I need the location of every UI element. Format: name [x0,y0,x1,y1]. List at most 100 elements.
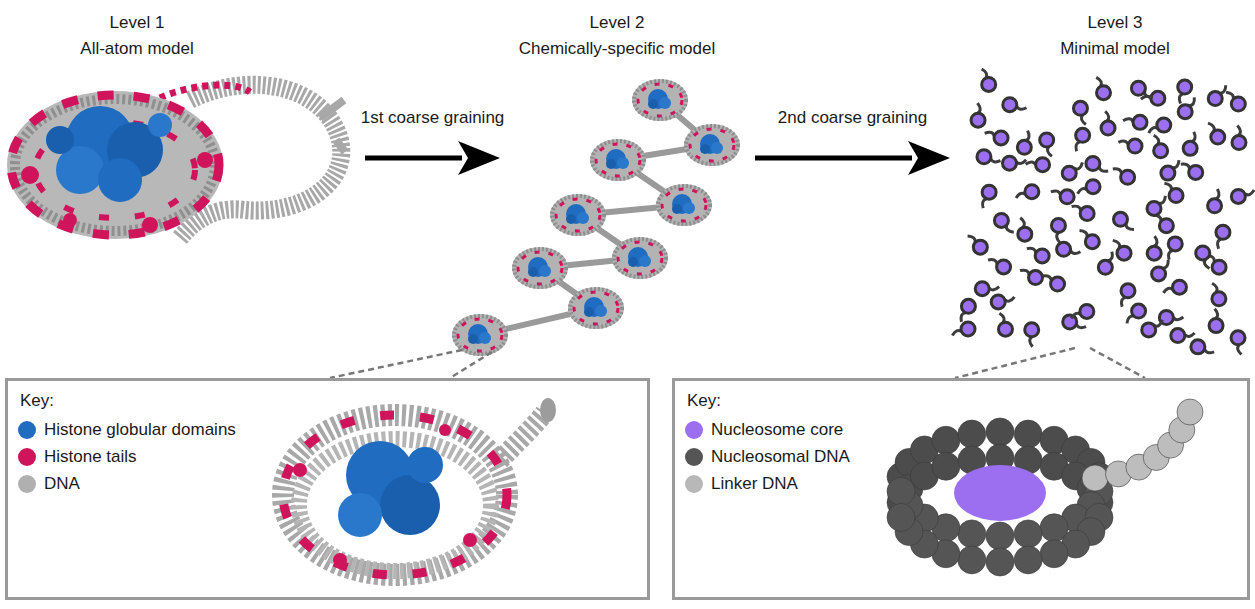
minimal-nucleosome [1098,260,1112,274]
illustration-part [512,247,568,289]
illustration-part [684,124,740,166]
linker-dna [961,313,966,322]
linker-dna [1027,248,1036,253]
minimal-nucleosome [1025,185,1039,199]
coarse-graining-arrow [755,141,950,175]
illustration-part [160,85,250,98]
linker-dna [1113,169,1122,174]
minimal-nucleosome [1208,92,1222,106]
minimal-nucleosome [1086,180,1100,194]
minimal-nucleosome [1152,267,1166,281]
minimal-nucleosome [1029,271,1043,285]
illustration-part [283,415,507,575]
key-heading: Key: [20,391,54,411]
minimal-nucleosome [1097,86,1111,100]
minimal-nucleosome [1161,166,1175,180]
minimal-nucleosome [977,150,991,164]
illustration-part [450,352,492,378]
illustration-part [11,95,219,235]
linker-dna [1030,337,1033,347]
minimal-nucleosome [1231,97,1245,111]
minimal-nucleosome [998,322,1012,336]
model-name: Minimal model [1060,36,1170,62]
illustration-part [612,237,668,279]
minimal-nucleosome [1168,237,1182,251]
illustration-part [293,463,307,477]
minimal-nucleosome [973,240,987,254]
minimal-nucleosome [1212,260,1226,274]
illustration-part [21,166,39,184]
minimal-nucleosome [1172,280,1186,294]
minimal-nucleosome [1133,115,1147,129]
legend-text: Linker DNA [711,474,798,494]
linker-dna [1216,189,1219,199]
minimal-nucleosome [1178,80,1192,94]
minimal-nucleosome [1051,218,1065,232]
minimal-nucleosome [1157,118,1171,132]
illustration-part [407,447,443,483]
minimal-nucleosome [982,77,996,91]
minimal-nucleosome [961,299,975,313]
level-heading: Level 2 [519,10,716,36]
illustration-part [15,99,215,231]
dna-bead [958,520,986,548]
legend-swatch [685,475,703,493]
illustration-part [63,213,77,227]
minimal-nucleosome [1003,98,1017,112]
dna-bead [986,522,1014,550]
arrow-shaft [755,156,912,161]
legend-swatch [18,421,36,439]
linker-dna [1076,324,1086,328]
dna-bead [1014,420,1042,448]
legend-text: Histone tails [44,447,137,467]
nucleosome-detail [280,398,556,577]
arrow-head [458,141,500,175]
legend-row: Nucleosome core [685,419,843,441]
illustration-part [480,100,712,335]
minimal-nucleosome [1062,166,1076,180]
linker-dna [1121,297,1125,306]
level-title: Level 3Minimal model [1060,10,1170,62]
legend-swatch [685,448,703,466]
illustration-part [568,287,624,329]
linker-dna [1017,106,1027,109]
minimal-nucleosome [994,131,1008,145]
model-name: All-atom model [80,36,193,62]
minimal-nucleosome [1216,225,1230,239]
legend-swatch [18,448,36,466]
level-panel: Level 3Minimal model [955,4,1251,370]
minimal-nucleosome [1154,144,1168,158]
illustration-part [955,348,1075,378]
minimal-nucleosome [1036,158,1050,172]
minimal-nucleosome [1025,323,1039,337]
illustration-part [333,553,347,567]
level-title: Level 1All-atom model [80,10,193,62]
minimal-nucleosome [991,295,1005,309]
linker-dna [1189,97,1194,105]
all-atom-nucleosome [7,85,345,239]
minimal-nucleosome [1231,189,1245,203]
minimal-nucleosome [1018,227,1032,241]
minimal-nucleosome [1076,128,1090,142]
dna-bead [958,420,986,448]
linker-dna [983,199,987,208]
illustration-part [98,158,142,202]
minimal-nucleosome [1171,329,1185,343]
linker-dna [1051,191,1061,195]
illustration-part [1090,348,1145,378]
illustration-part [283,415,507,575]
key-box: Key:Histone globular domainsHistone tail… [5,378,650,600]
minimal-nucleosome [1086,157,1100,171]
minimal-nucleosome [1101,121,1115,135]
minimal-nucleosome [994,213,1008,227]
illustration-part [330,350,462,378]
illustration-part [320,100,345,152]
minimal-nucleosome [1080,304,1094,318]
minimal-nucleosome [1131,81,1145,95]
arrow-label: 1st coarse graining [358,108,508,128]
linker-dna [1020,270,1029,275]
linker-dna [985,132,995,136]
arrow-shaft [365,156,462,161]
minimal-nucleosome [1189,165,1203,179]
